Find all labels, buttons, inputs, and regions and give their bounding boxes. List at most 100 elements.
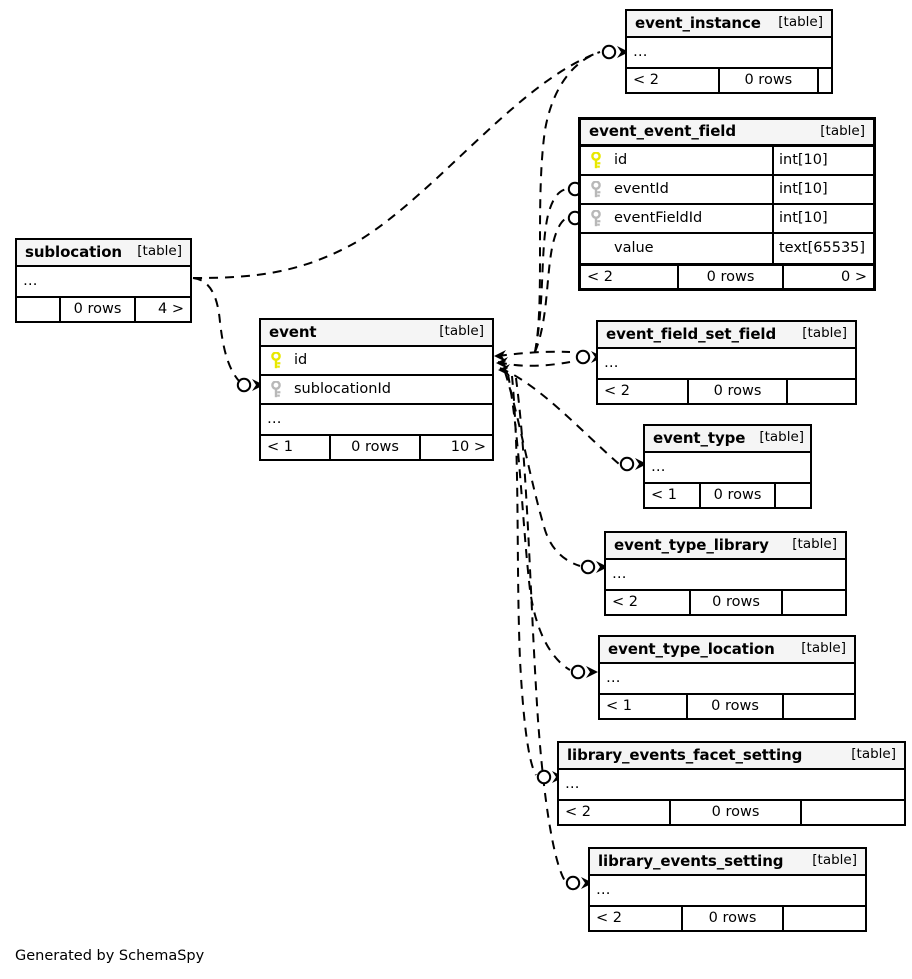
column-name: … — [604, 356, 620, 371]
table-sublocation[interactable]: sublocation [table] … 0 rows 4 > — [15, 238, 192, 323]
edge-event-eef-eventid — [534, 188, 568, 353]
table-event_type[interactable]: event_type [table] … < 1 0 rows — [643, 424, 812, 509]
edge-arrowheads-event-side — [494, 350, 510, 376]
footer-rowcount: 0 rows — [717, 69, 817, 92]
table-type-tag: [table] — [820, 122, 865, 139]
footer-children: 4 > — [134, 298, 190, 321]
table-row: value text[65535] — [581, 234, 873, 263]
table-columns: … — [645, 453, 810, 482]
table-event_field_set_field[interactable]: event_field_set_field [table] … < 2 0 ro… — [596, 320, 857, 405]
table-row: id — [261, 347, 492, 376]
table-header: event_type_location [table] — [600, 637, 854, 664]
table-footer: < 2 0 rows — [559, 799, 904, 824]
column-type: int[10] — [772, 205, 873, 232]
table-columns: id int[10] eventId int[10] eventFieldId … — [581, 147, 873, 263]
table-header: event_event_field [table] — [581, 120, 873, 147]
table-columns: … — [606, 560, 845, 589]
table-header: event_type [table] — [645, 426, 810, 453]
table-footer: < 1 0 rows 10 > — [261, 434, 492, 459]
column-type: int[10] — [772, 176, 873, 203]
footer-children — [782, 695, 854, 718]
column-name: sublocationId — [294, 382, 391, 397]
table-footer: < 1 0 rows — [600, 693, 854, 718]
column-name: … — [633, 45, 649, 60]
table-name: sublocation — [25, 242, 123, 261]
column-name: … — [606, 671, 622, 686]
table-header: event [table] — [261, 320, 492, 347]
no-key-icon — [588, 240, 605, 258]
table-header: library_events_setting [table] — [590, 849, 865, 876]
table-header: event_field_set_field [table] — [598, 322, 855, 349]
column-name: … — [565, 777, 581, 792]
edge-event-efsf-b — [497, 361, 571, 367]
footer-rowcount: 0 rows — [686, 695, 782, 718]
table-type-tag: [table] — [801, 640, 846, 657]
edge-event-library_events_facet_setting — [511, 375, 537, 776]
column-type: text[65535] — [772, 234, 873, 263]
table-row: id int[10] — [581, 147, 873, 176]
primary-key-icon — [268, 351, 285, 370]
table-header: sublocation [table] — [17, 240, 190, 267]
edge-event-efsf-a — [497, 350, 571, 357]
table-footer: < 2 0 rows — [627, 67, 831, 92]
footer-parents: < 2 — [604, 383, 630, 400]
table-row: sublocationId — [261, 376, 492, 405]
table-columns: … — [17, 267, 190, 296]
footer-children — [800, 801, 904, 824]
table-footer: < 2 0 rows — [606, 589, 845, 614]
table-library_events_facet_setting[interactable]: library_events_facet_setting [table] … <… — [557, 741, 906, 826]
table-name: event_type_library — [614, 535, 769, 554]
table-type-tag: [table] — [778, 14, 823, 31]
table-event_event_field[interactable]: event_event_field [table] id int[10] eve… — [578, 117, 876, 291]
table-event_instance[interactable]: event_instance [table] … < 2 0 rows — [625, 9, 833, 94]
footer-children — [782, 907, 865, 930]
table-name: library_events_facet_setting — [567, 745, 803, 764]
column-name: eventFieldId — [614, 211, 703, 226]
edge-event-event_type_location — [507, 373, 571, 671]
footer-parents: < 2 — [596, 910, 622, 927]
table-row: eventFieldId int[10] — [581, 205, 873, 234]
column-name: … — [612, 567, 628, 582]
table-footer: < 1 0 rows — [645, 482, 810, 507]
table-library_events_setting[interactable]: library_events_setting [table] … < 2 0 r… — [588, 847, 867, 932]
footer-parents: < 1 — [267, 439, 293, 456]
edge-sublocation-event_instance — [192, 51, 601, 279]
footer-rowcount: 0 rows — [677, 266, 782, 288]
footer-rowcount: 0 rows — [689, 591, 781, 614]
footer-parents: < 2 — [565, 804, 591, 821]
footer-parents — [17, 298, 59, 321]
table-columns: … — [598, 349, 855, 378]
table-name: event_type — [653, 428, 746, 447]
footer-rowcount: 0 rows — [687, 380, 786, 403]
table-type-tag: [table] — [137, 243, 182, 260]
foreign-key-icon — [588, 180, 605, 199]
column-name: … — [23, 274, 39, 289]
table-type-tag: [table] — [802, 325, 847, 342]
table-columns: … — [590, 876, 865, 905]
table-event_type_location[interactable]: event_type_location [table] … < 1 0 rows — [598, 635, 856, 720]
table-footer: < 2 0 rows — [598, 378, 855, 403]
table-event[interactable]: event [table] id sublocationId … < 1 0 — [259, 318, 494, 461]
table-name: event_type_location — [608, 639, 775, 658]
table-footer: 0 rows 4 > — [17, 296, 190, 321]
table-row: … — [627, 38, 831, 67]
table-type-tag: [table] — [792, 536, 837, 553]
footer-children: 0 > — [782, 266, 873, 288]
footer-children — [774, 484, 810, 507]
table-header: event_instance [table] — [627, 11, 831, 38]
table-columns: … — [600, 664, 854, 693]
table-name: event_instance — [635, 13, 761, 32]
table-row: … — [645, 453, 810, 482]
table-event_type_library[interactable]: event_type_library [table] … < 2 0 rows — [604, 531, 847, 616]
generated-by-credit: Generated by SchemaSpy — [15, 948, 205, 964]
column-name: eventId — [614, 182, 669, 197]
footer-children — [817, 69, 831, 92]
footer-rowcount: 0 rows — [669, 801, 800, 824]
footer-rowcount: 0 rows — [59, 298, 134, 321]
table-row: … — [606, 560, 845, 589]
table-name: event_event_field — [589, 122, 736, 140]
table-columns: … — [627, 38, 831, 67]
table-row: … — [559, 770, 904, 799]
footer-parents: < 1 — [651, 487, 677, 504]
